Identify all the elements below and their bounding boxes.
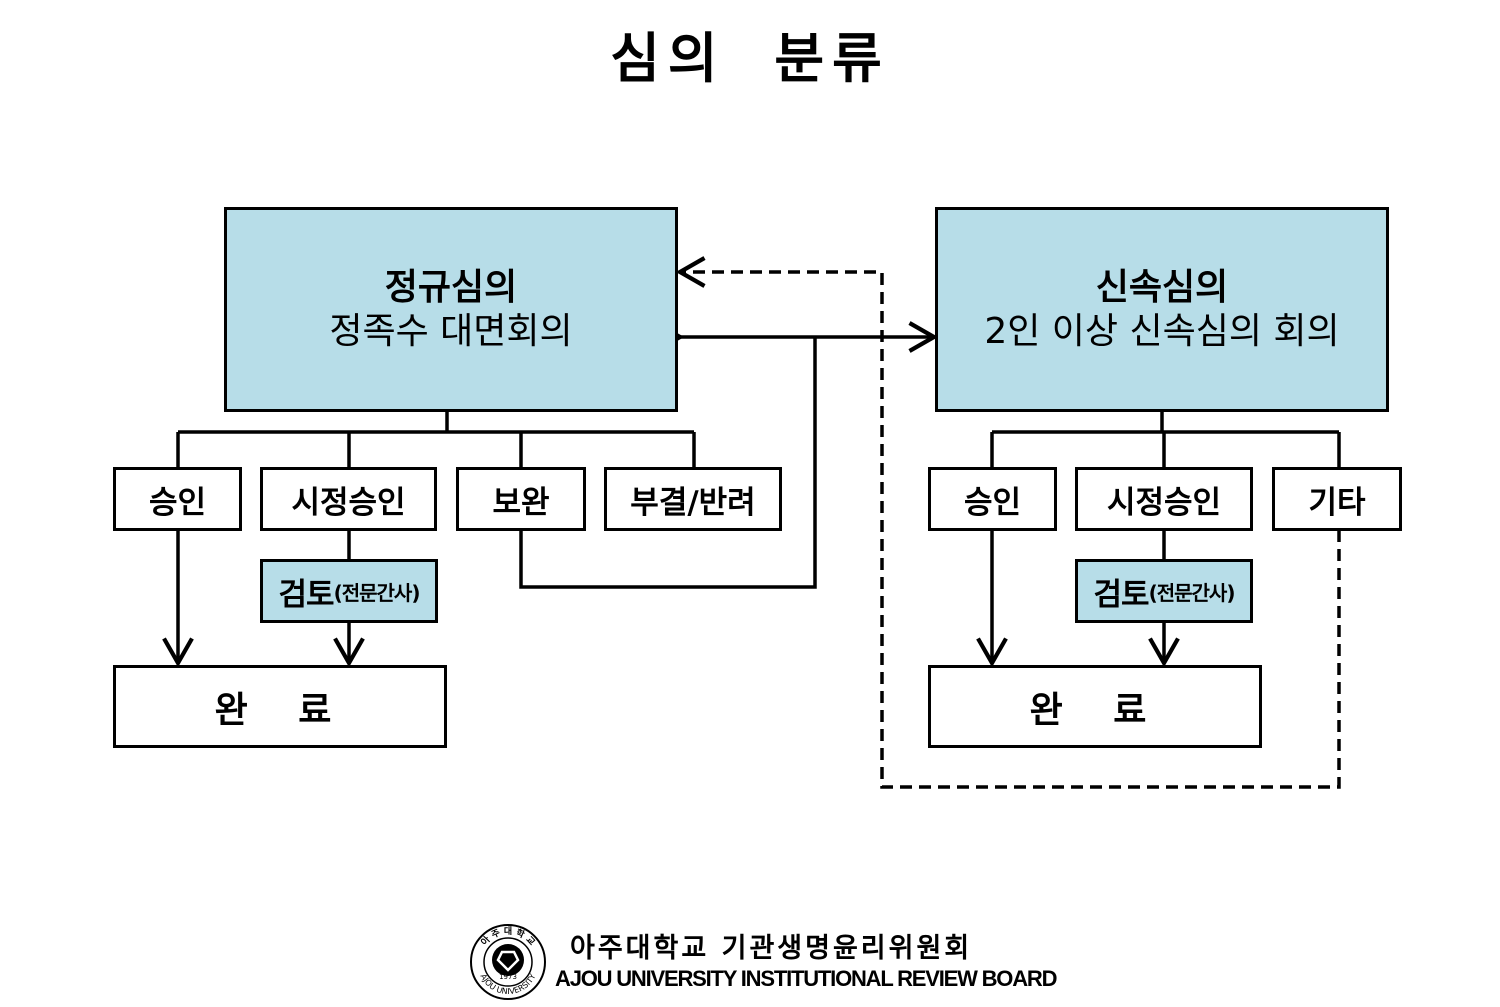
- expedited-outcome-approve: 승인: [928, 467, 1057, 531]
- footer-org-english: AJOU UNIVERSITY INSTITUTIONAL REVIEW BOA…: [555, 966, 1057, 991]
- page-title: 심의 분류: [610, 27, 890, 90]
- seal-year: 1973: [499, 973, 517, 981]
- regular-complete-box: 완 료: [113, 665, 447, 748]
- expedited-review-subtitle: 2인 이상 신속심의 회의: [984, 310, 1340, 352]
- expedited-expert-review-note: (전문간사): [1148, 580, 1236, 605]
- regular-review-box: 정규심의 정족수 대면회의: [224, 207, 678, 412]
- regular-expert-review-box: 검토(전문간사): [260, 559, 438, 623]
- regular-outcome-approve: 승인: [113, 467, 242, 531]
- regular-outcome-supplement: 보완: [456, 467, 586, 531]
- regular-outcome-reject: 부결/반려: [604, 467, 782, 531]
- regular-expert-review-note: (전문간사): [333, 580, 421, 605]
- footer-org-korean: 아주대학교 기관생명윤리위원회: [570, 933, 973, 964]
- expedited-review-title: 신속심의: [1095, 267, 1229, 309]
- regular-expert-review-label: 검토: [278, 576, 335, 613]
- expedited-outcome-other: 기타: [1272, 467, 1402, 531]
- expedited-expert-review-label: 검토: [1093, 576, 1150, 613]
- other-dashed-route: [675, 256, 1341, 789]
- university-seal-logo: 아 주 대 학 교 AJOU UNIVERSITY 1973: [470, 924, 546, 1000]
- supplement-loop: [519, 337, 817, 589]
- regular-review-title: 정규심의: [384, 267, 518, 309]
- expedited-outcome-conditional-approve: 시정승인: [1075, 467, 1253, 531]
- expedited-review-box: 신속심의 2인 이상 신속심의 회의: [935, 207, 1389, 412]
- expedited-expert-review-box: 검토(전문간사): [1075, 559, 1253, 623]
- expedited-complete-box: 완 료: [928, 665, 1262, 748]
- regular-outcome-conditional-approve: 시정승인: [260, 467, 437, 531]
- regular-review-subtitle: 정족수 대면회의: [329, 310, 573, 352]
